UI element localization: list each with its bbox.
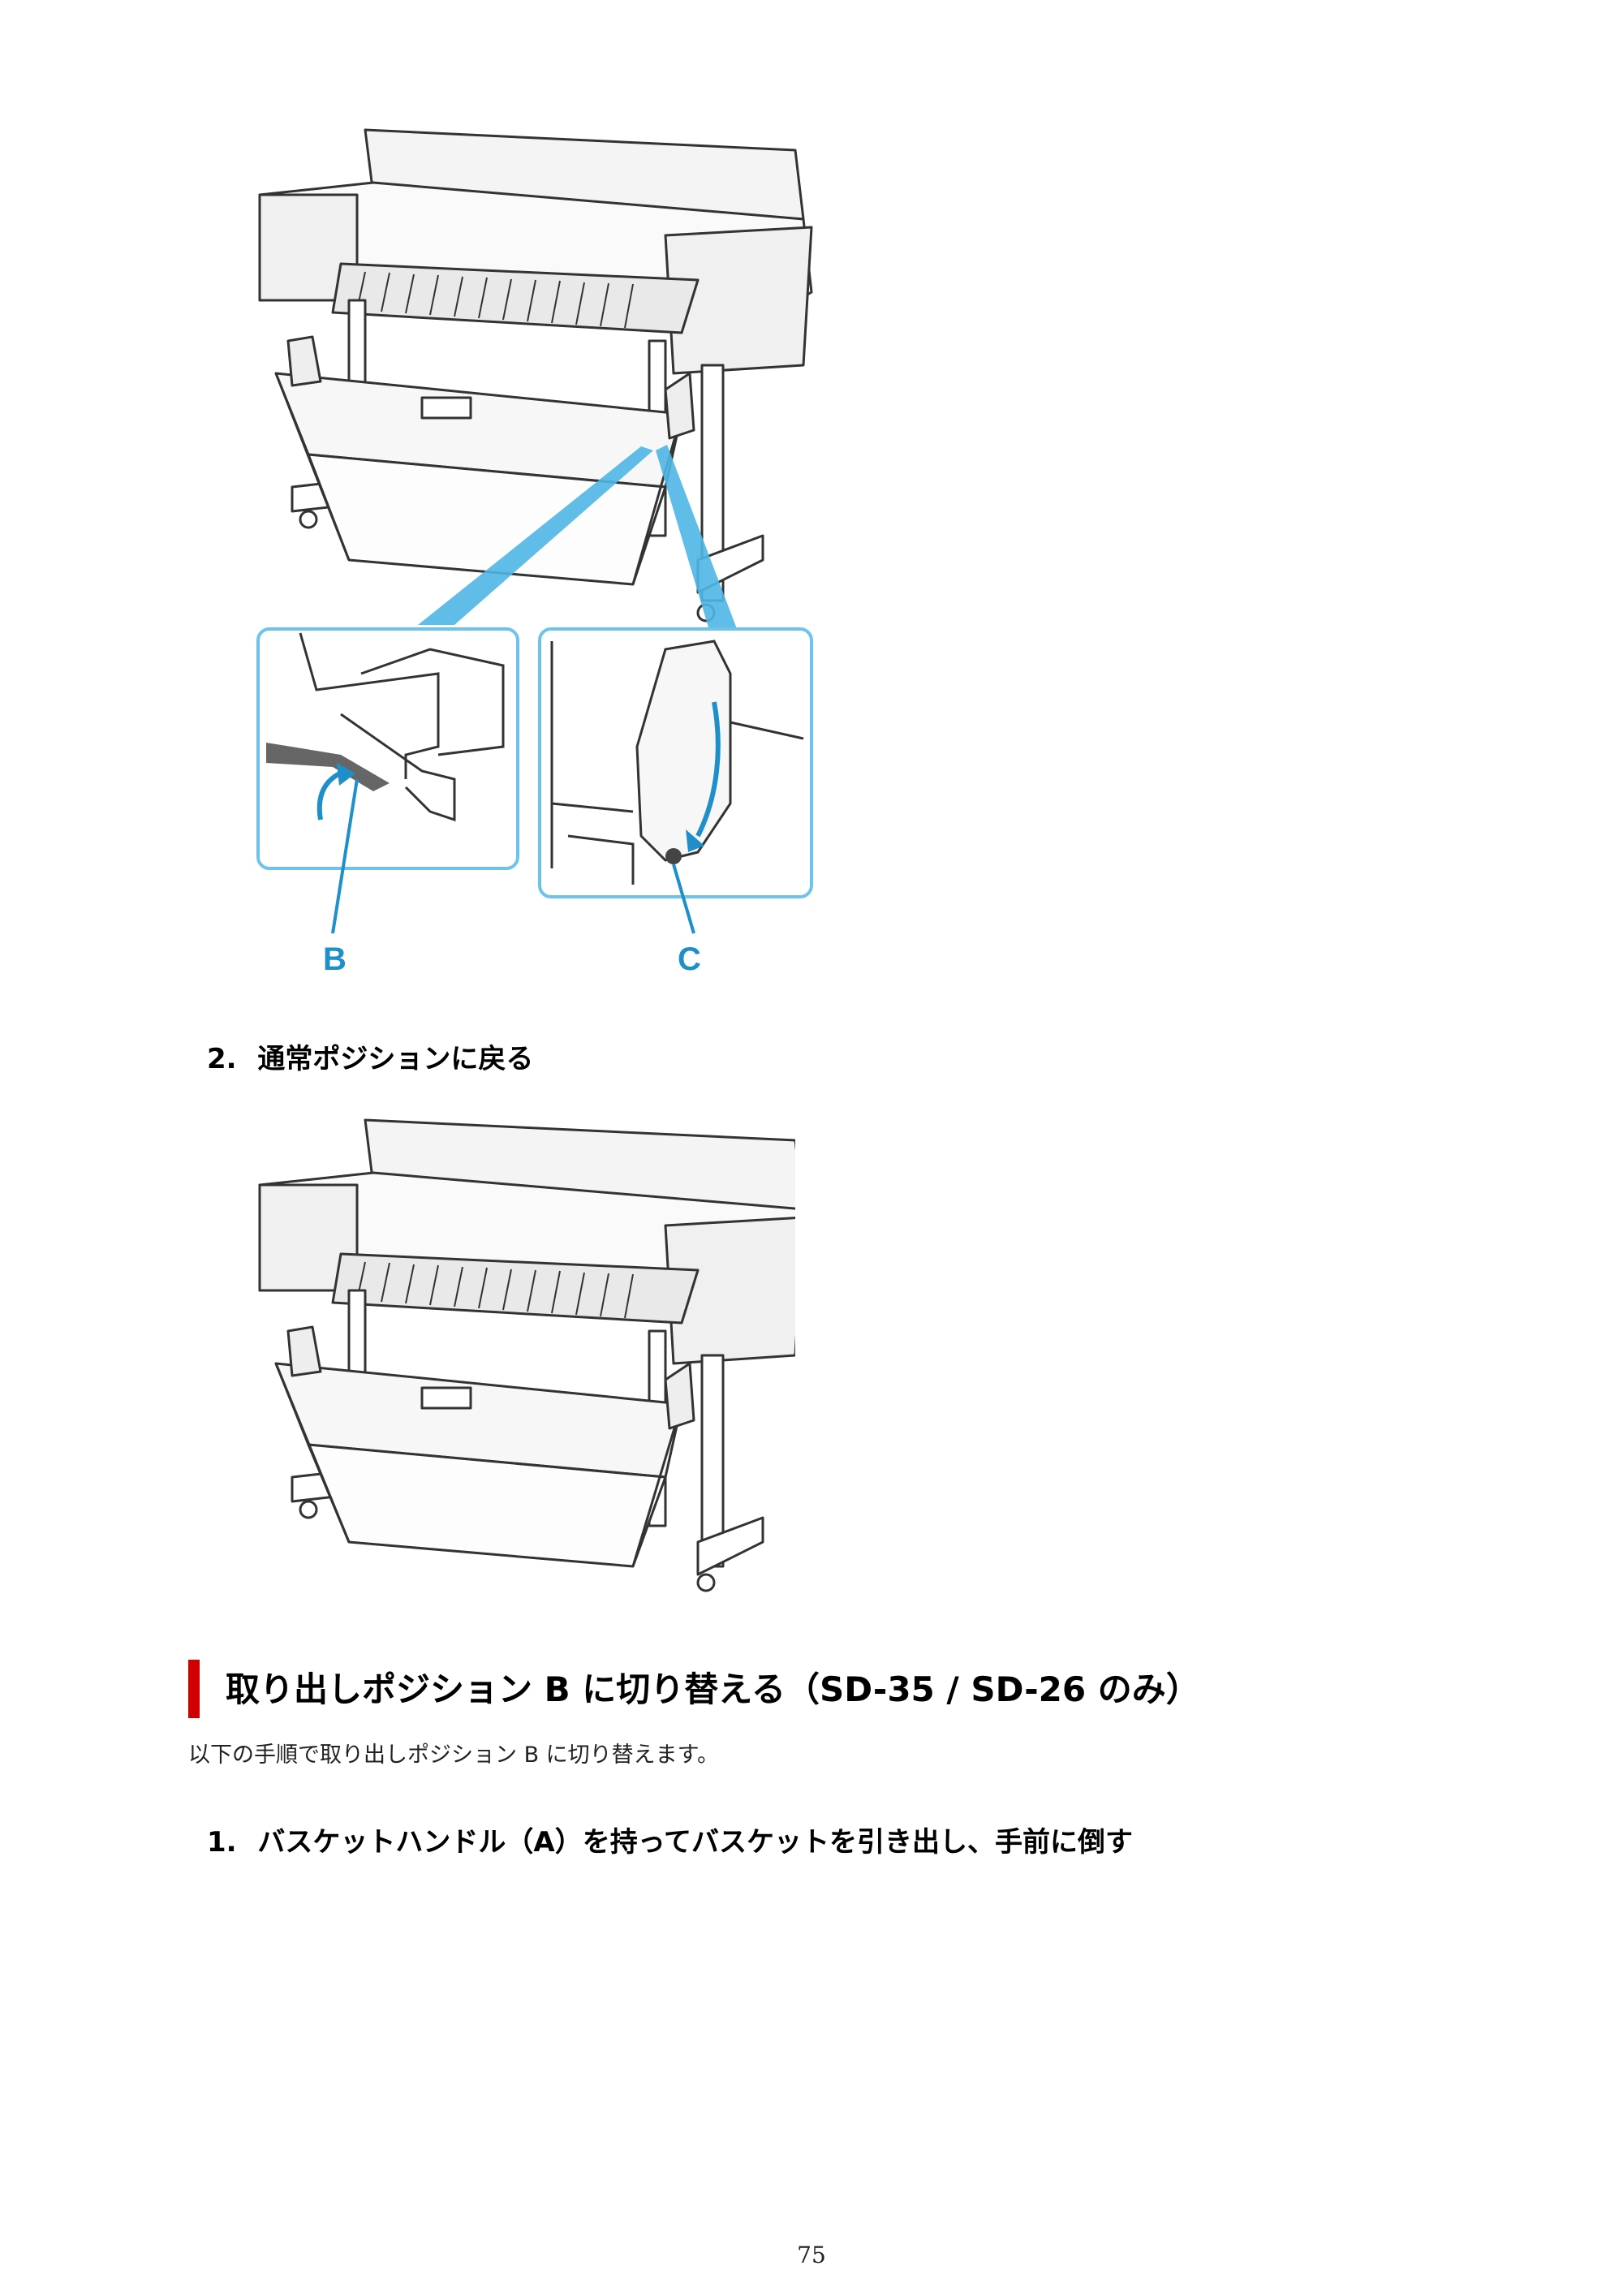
step-2: 2. 通常ポジションに戻る: [207, 1043, 533, 1075]
callout-label-b: B: [323, 941, 347, 977]
step-2-text: 通常ポジションに戻る: [257, 1043, 534, 1075]
section-title: 取り出しポジション B に切り替える（SD-35 / SD-26 のみ）: [226, 1669, 1200, 1709]
step-1: 1. バスケットハンドル（A）を持ってバスケットを引き出し、手前に倒す: [207, 1826, 1133, 1859]
step-1-text: バスケットハンドル（A）を持ってバスケットを引き出し、手前に倒す: [257, 1826, 1134, 1859]
callout-label-c: C: [678, 941, 701, 977]
printer-illustration-top: B C: [256, 128, 813, 977]
printer-figure-top: B C: [243, 106, 828, 982]
printer-figure-normal-position: [243, 1112, 795, 1599]
section-accent-bar: [188, 1660, 200, 1718]
step-1-number: 1.: [207, 1826, 237, 1859]
printer-illustration-normal: [258, 1118, 795, 1592]
section-intro: 以下の手順で取り出しポジション B に切り替えます。: [188, 1742, 719, 1768]
step-2-number: 2.: [207, 1043, 237, 1075]
page-number: 75: [797, 2242, 826, 2268]
